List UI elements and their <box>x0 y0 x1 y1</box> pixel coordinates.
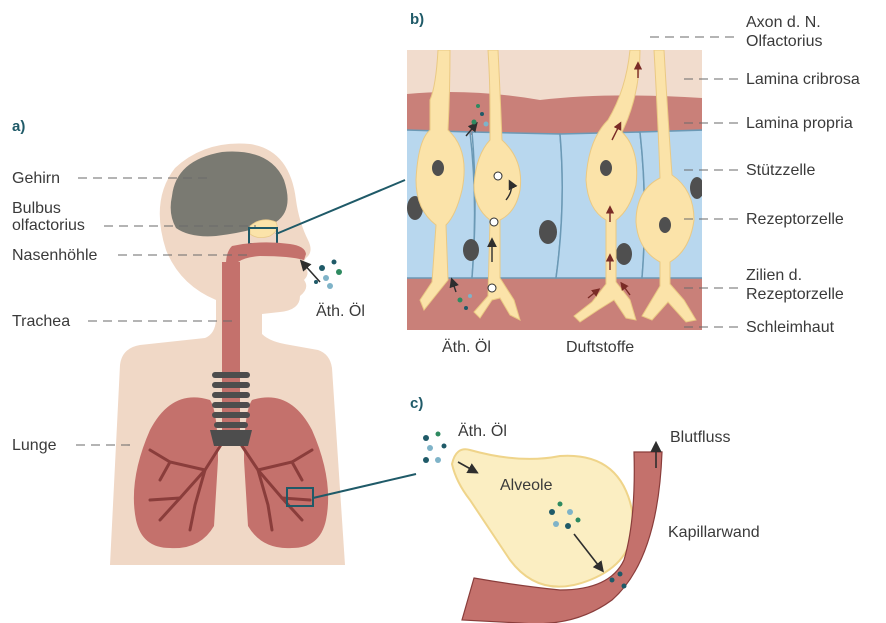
section-c-label: c) <box>410 395 423 412</box>
label-blutfluss: Blutfluss <box>670 429 730 446</box>
panel-a: a) <box>12 118 416 565</box>
label-duftstoffe: Duftstoffe <box>566 339 634 356</box>
label-schleimhaut: Schleimhaut <box>746 319 835 336</box>
label-zilien-2: Rezeptorzelle <box>746 286 844 303</box>
oil-particles-a <box>314 260 342 290</box>
label-oil-b: Äth. Öl <box>442 338 491 356</box>
label-rezeptorzelle: Rezeptorzelle <box>746 211 844 228</box>
label-axon-2: Olfactorius <box>746 33 822 50</box>
label-stuetzzelle: Stützzelle <box>746 162 815 179</box>
oil-particles-c-outside <box>423 432 447 464</box>
section-b-label: b) <box>410 11 424 28</box>
label-oil-c: Äth. Öl <box>458 422 507 440</box>
label-bulbus-2: olfactorius <box>12 217 85 234</box>
label-lamina-propria: Lamina propria <box>746 115 853 132</box>
label-lamina-cribrosa: Lamina cribrosa <box>746 71 860 88</box>
label-zilien-1: Zilien d. <box>746 267 802 284</box>
label-kapillarwand: Kapillarwand <box>668 524 760 541</box>
label-nasenhoehle: Nasenhöhle <box>12 247 98 264</box>
section-a-label: a) <box>12 118 25 135</box>
label-alveole: Alveole <box>500 477 553 494</box>
label-bulbus-1: Bulbus <box>12 200 61 217</box>
label-lunge: Lunge <box>12 437 57 454</box>
alveolus <box>452 449 633 586</box>
label-trachea: Trachea <box>12 313 70 330</box>
oil-label-a: Äth. Öl <box>316 302 365 320</box>
label-axon-1: Axon d. N. <box>746 14 821 31</box>
label-gehirn: Gehirn <box>12 170 60 187</box>
panel-c: c) Äth. Öl Alveole Bl <box>410 395 760 623</box>
panel-b: b) <box>405 11 860 356</box>
